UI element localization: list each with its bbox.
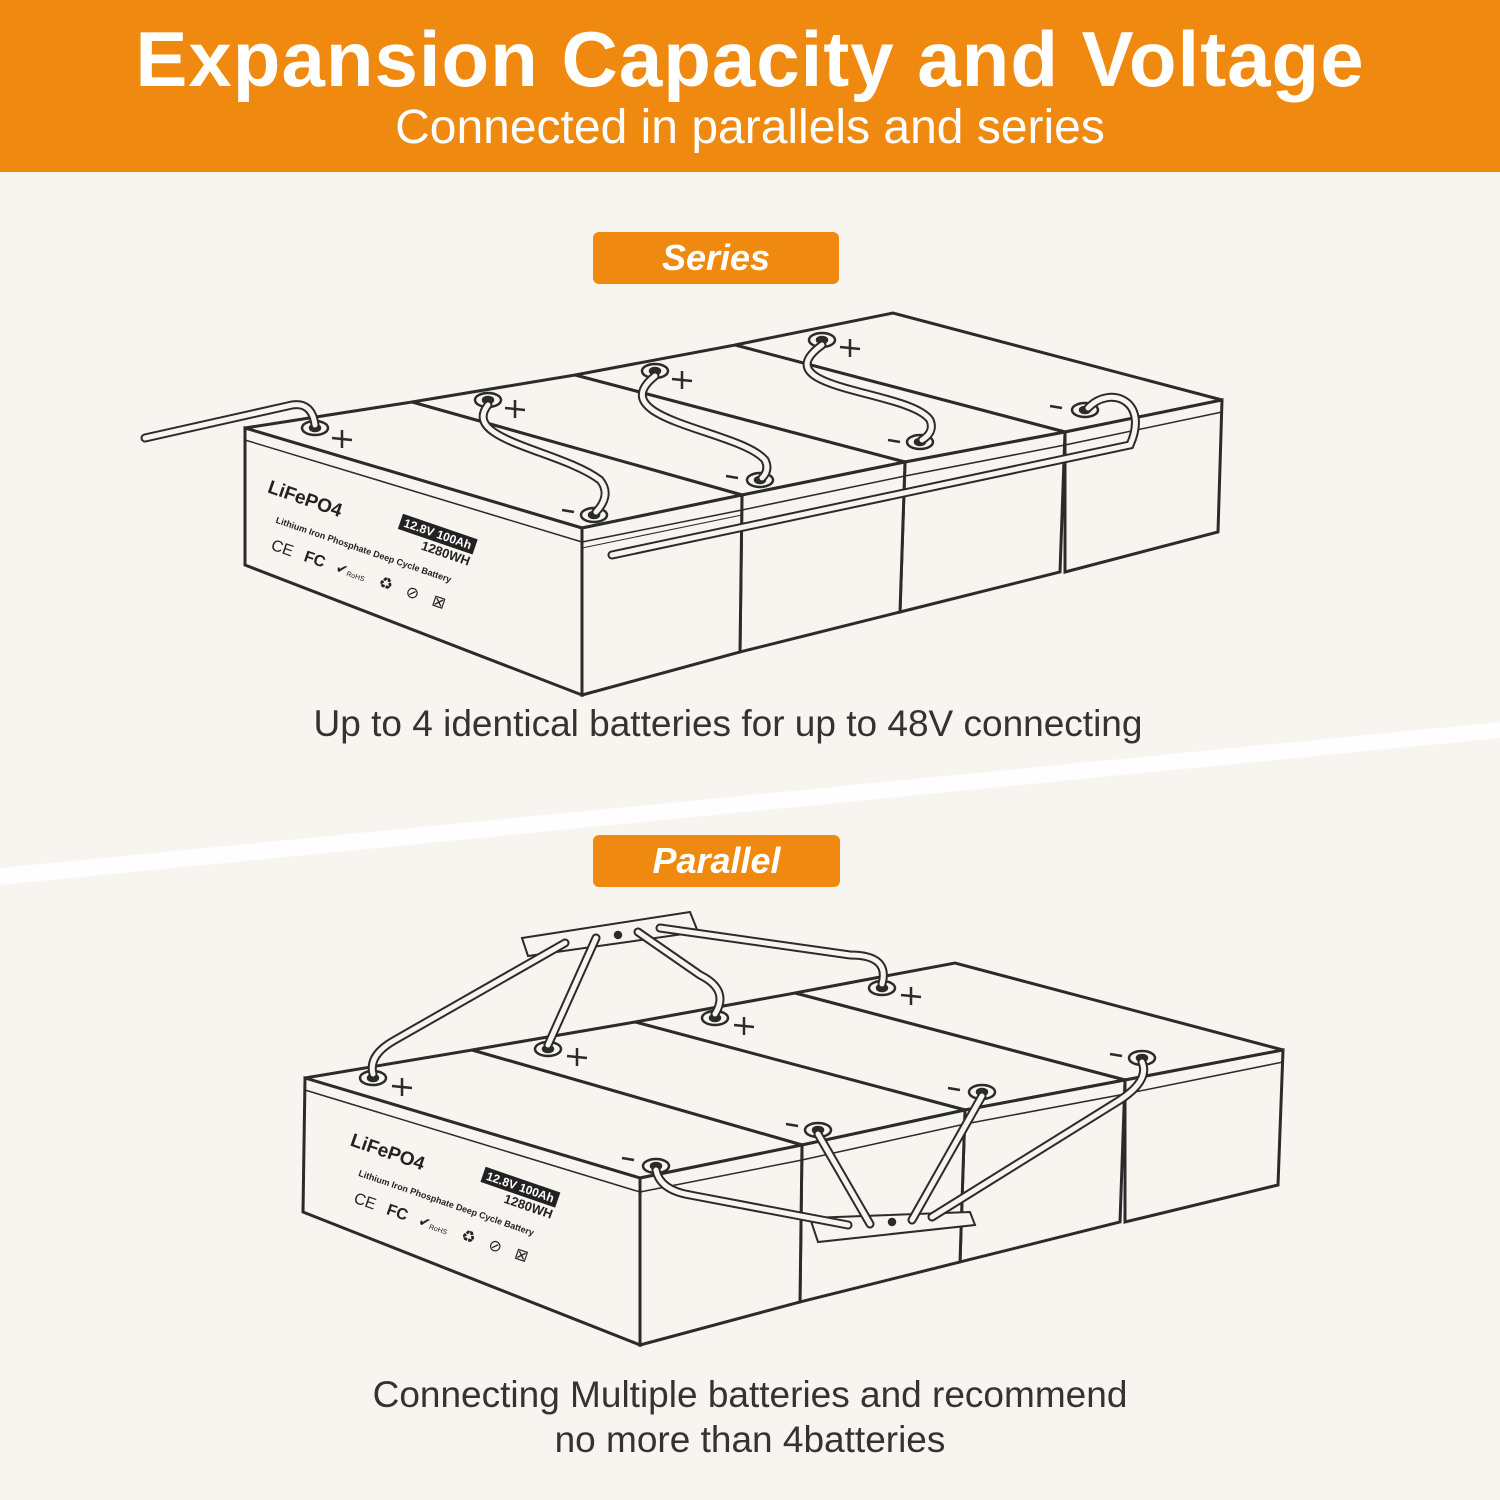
series-cables [140, 340, 1140, 560]
recycle-icon: ♻ [458, 1227, 478, 1248]
waste-bin-icon: ⊠ [512, 1245, 531, 1266]
series-caption: Up to 4 identical batteries for up to 48… [313, 703, 1143, 744]
parallel-label: Parallel [593, 835, 840, 887]
parallel-caption-line-2: no more than 4batteries [554, 1419, 946, 1460]
parallel-caption: Connecting Multiple batteries and recomm… [0, 1372, 1500, 1462]
rohs-icon: ✔RoHS [416, 1212, 448, 1237]
page-subtitle: Connected in parallels and series [395, 101, 1105, 154]
series-battery-3 [574, 343, 1067, 614]
parallel-caption-line-1: Connecting Multiple batteries and recomm… [372, 1374, 1128, 1415]
parallel-battery-2 [471, 1020, 967, 1304]
ce-icon: CE [351, 1190, 379, 1214]
series-polarity-marks [331, 339, 1063, 514]
page-title: Expansion Capacity and Voltage [135, 15, 1365, 103]
header-banner: Expansion Capacity and Voltage Connected… [0, 0, 1500, 172]
parallel-cables [367, 923, 1149, 1230]
parallel-battery-4 [794, 961, 1285, 1224]
fc-icon: FC [384, 1201, 411, 1225]
series-label: Series [593, 232, 839, 284]
series-battery-1 [243, 400, 744, 698]
no-fire-icon: ⊘ [485, 1236, 505, 1257]
parallel-polarity-marks [391, 987, 1123, 1162]
